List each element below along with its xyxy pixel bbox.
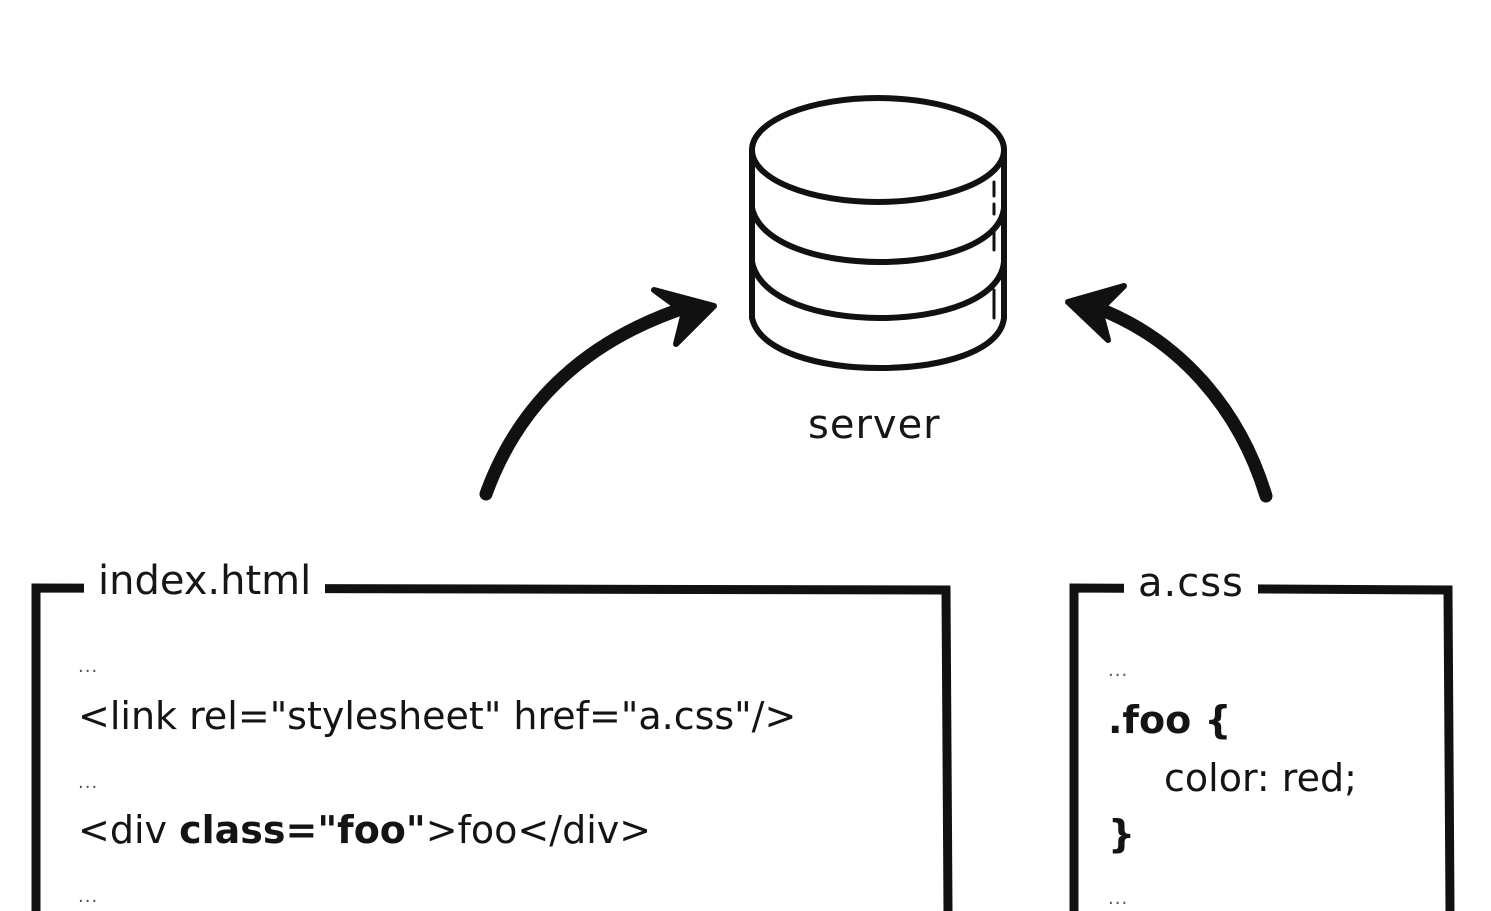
css-ellipsis-1: ... [1108, 660, 1129, 681]
html-file-title: index.html [84, 558, 326, 604]
css-selector: .foo { [1108, 698, 1232, 742]
database-icon [749, 95, 1007, 371]
css-file-title: a.css [1124, 560, 1258, 606]
css-selector-line: .foo { [1108, 698, 1231, 742]
html-ellipsis-3: ... [78, 886, 99, 907]
html-div-class-attr: class="foo" [179, 808, 426, 852]
css-file-frame [1069, 583, 1455, 911]
css-close-brace-text: } [1108, 812, 1136, 856]
css-declaration-line: color: red; [1164, 756, 1357, 800]
arrow-css-to-server [1065, 283, 1273, 503]
html-link-line: <link rel="stylesheet" href="a.css"/> [78, 694, 797, 738]
html-div-line: <div class="foo">foo</div> [78, 808, 651, 852]
html-ellipsis-1: ... [78, 656, 99, 677]
css-close-brace: } [1108, 812, 1135, 856]
html-div-rest: >foo</div> [425, 808, 652, 852]
server-label: server [808, 402, 941, 448]
html-file-frame [31, 583, 953, 911]
html-div-open: <div [78, 808, 180, 852]
css-ellipsis-2: ... [1108, 888, 1129, 909]
html-ellipsis-2: ... [78, 772, 99, 793]
arrow-html-to-server [479, 287, 717, 501]
